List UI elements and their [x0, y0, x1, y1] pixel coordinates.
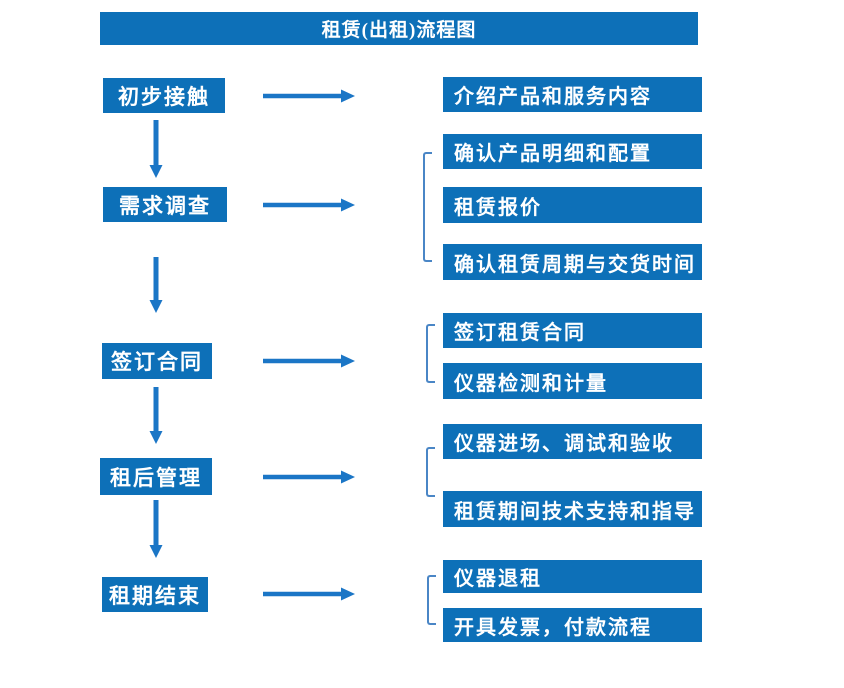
- step-box-instrument-return: 仪器退租: [443, 560, 702, 593]
- group-bracket-demand-survey: [423, 152, 432, 262]
- stage-box-sign-contract: 签订合同: [102, 343, 212, 379]
- step-box-introduce-products: 介绍产品和服务内容: [443, 77, 702, 112]
- flow-arrow-down-1-icon: [149, 120, 163, 178]
- flow-arrow-right-4-icon: [263, 470, 355, 484]
- step-box-instrument-setup: 仪器进场、调试和验收: [443, 424, 702, 459]
- stage-box-post-rental-management: 租后管理: [100, 458, 212, 495]
- step-box-invoice-payment: 开具发票，付款流程: [443, 608, 702, 642]
- flow-arrow-right-2-icon: [263, 198, 355, 212]
- flow-arrow-right-1-icon: [263, 89, 355, 103]
- step-box-sign-rental-contract: 签订租赁合同: [443, 313, 702, 348]
- step-box-rental-quote: 租赁报价: [443, 187, 702, 223]
- flowchart-title: 租赁(出租)流程图: [321, 20, 477, 41]
- flow-arrow-down-2-icon: [149, 257, 163, 313]
- flow-arrow-right-3-icon: [263, 354, 355, 368]
- step-box-confirm-product-details: 确认产品明细和配置: [443, 134, 702, 169]
- title-banner: 租赁(出租)流程图: [100, 12, 698, 45]
- stage-box-rental-end: 租期结束: [102, 577, 208, 612]
- step-box-instrument-testing: 仪器检测和计量: [443, 363, 702, 399]
- group-bracket-sign-contract: [426, 324, 435, 383]
- group-bracket-post-rental: [426, 447, 435, 497]
- step-box-confirm-rental-period: 确认租赁周期与交货时间: [443, 244, 702, 280]
- step-box-tech-support: 租赁期间技术支持和指导: [443, 491, 702, 527]
- stage-box-initial-contact: 初步接触: [103, 78, 225, 113]
- flow-arrow-down-3-icon: [149, 387, 163, 444]
- group-bracket-rental-end: [427, 575, 436, 625]
- stage-box-demand-survey: 需求调查: [103, 187, 227, 222]
- flow-arrow-down-4-icon: [149, 500, 163, 558]
- flow-arrow-right-5-icon: [263, 587, 355, 601]
